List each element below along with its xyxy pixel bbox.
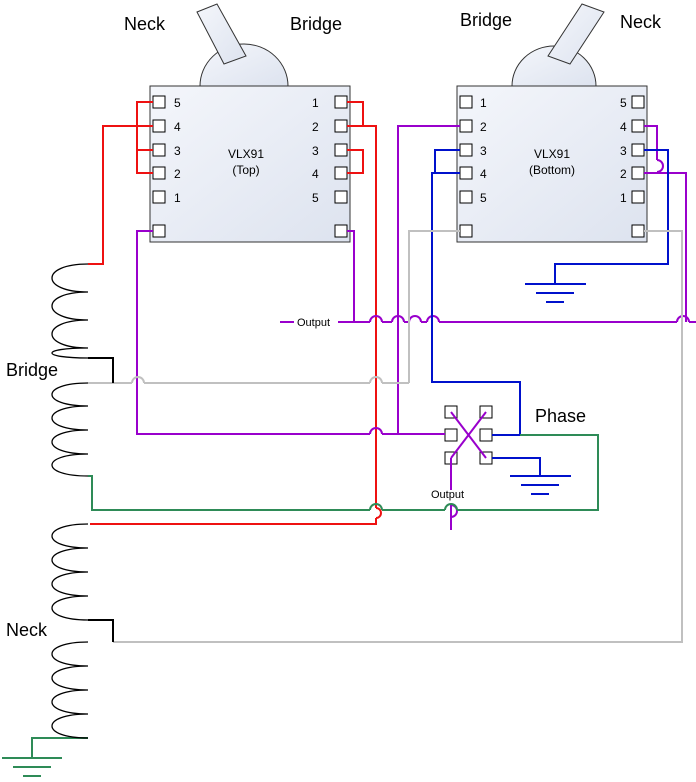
bottom-neck-label: Neck [620,12,662,32]
bottom-right-pin-label: 2 [620,167,627,181]
top-right-pin-label: 4 [312,167,319,181]
top-left-pin-label: 2 [174,167,181,181]
bottom-right-pin-label: 1 [620,191,627,205]
phase-label: Phase [535,406,586,426]
black-taps [88,357,114,642]
bottom-right-pin-label: 3 [620,144,627,158]
bottom-left-pin-label: 5 [480,191,487,205]
bottom-right-pin-label: 5 [620,96,627,110]
switch-top-body [149,85,351,243]
switch-bottom-name: VLX91 [534,147,570,161]
ground-icon [2,757,62,777]
green-wires [31,434,599,758]
switch-bottom: 1 2 3 4 5 5 4 3 2 1 VLX91 (Bottom) [456,3,648,243]
top-left-pin-label: 4 [174,120,181,134]
top-neck-label: Neck [124,14,166,34]
switch-bottom-subname: (Bottom) [529,163,575,177]
ground-icon [510,475,571,495]
switch-top-name: VLX91 [228,147,264,161]
purple-wires [136,125,696,530]
switch-bottom-lever [547,3,605,65]
bridge-pickup-coil [51,263,89,477]
gray-wires [88,230,683,643]
ground-icon [525,283,586,303]
bottom-left-pin-label: 2 [480,120,487,134]
output-label: Output [297,317,330,329]
bottom-left-pin-label: 3 [480,144,487,158]
bottom-bridge-label: Bridge [460,10,512,30]
blue-wires [431,149,669,476]
output-label: Output [431,489,464,501]
bottom-left-pin-label: 4 [480,167,487,181]
top-left-pin-label: 1 [174,191,181,205]
switch-top-subname: (Top) [232,163,259,177]
top-right-pin-label: 3 [312,144,319,158]
switch-bottom-body [456,85,648,243]
top-bridge-label: Bridge [290,14,342,34]
top-left-pin-label: 3 [174,144,181,158]
top-right-pin-label: 1 [312,96,319,110]
bridge-pickup-label: Bridge [6,360,58,380]
bottom-left-pin-label: 1 [480,96,487,110]
top-right-pin-label: 2 [312,120,319,134]
top-left-pin-label: 5 [174,96,181,110]
bottom-right-pin-label: 4 [620,120,627,134]
top-right-pin-label: 5 [312,191,319,205]
neck-pickup-coil [51,523,89,739]
switch-top: 5 4 3 2 1 1 2 3 4 5 VLX91 (Top) [149,3,351,243]
switch-top-dome [199,43,289,87]
switch-top-lever [196,3,247,65]
neck-pickup-label: Neck [6,620,48,640]
red-wires [88,101,382,525]
